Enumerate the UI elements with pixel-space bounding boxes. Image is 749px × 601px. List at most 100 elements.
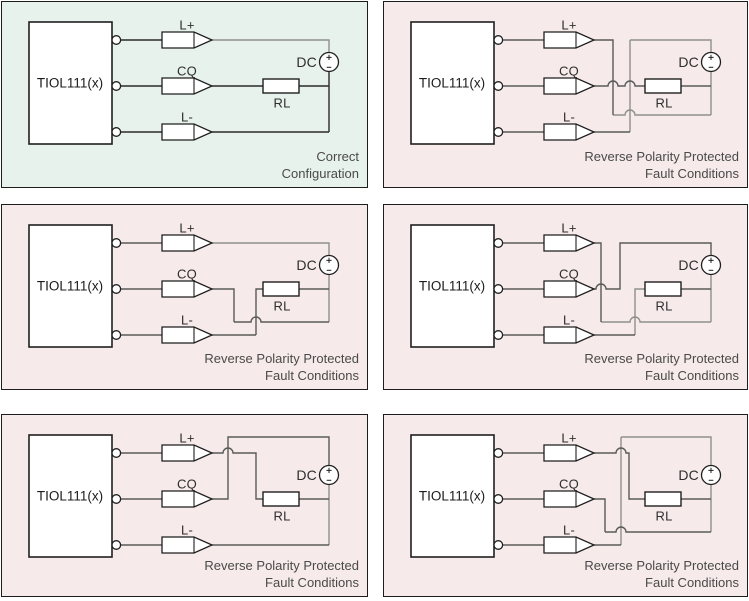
wire-label-lminus: L- [563,109,575,125]
panel-fault-condition-5: TIOL111(x) L+ CQ L- DC RL Reverse Polari… [383,414,748,597]
wire [212,436,330,500]
dc-plus-icon [708,467,714,473]
connector-arrow-icon [543,31,596,49]
wire-gray [621,436,712,466]
pin-terminal-icon [111,81,122,91]
caption-line-2: Fault Conditions [645,575,739,590]
wire-gray [212,39,330,53]
dc-source-label: DC [296,257,317,273]
panel-fault-condition-3: TIOL111(x) L+ CQ L- DC RL Reverse Polari… [383,204,748,390]
pin-terminal-icon [111,330,122,340]
pin-terminal-icon [111,448,122,458]
wire [212,447,263,500]
connector-arrow-icon [161,490,214,508]
wire [594,498,606,532]
panel-fault-condition-1: TIOL111(x) L+ CQ L- DC RL Reverse Polari… [383,1,748,188]
pin-terminal-icon [493,284,504,294]
wire-label-lminus: L- [181,109,193,125]
ic-label: TIOL111(x) [36,488,104,504]
dc-source-icon [318,254,340,276]
circuit-diagram [410,224,722,348]
load-resistor-icon [644,281,682,297]
wire-label-lplus: L+ [179,430,195,446]
load-resistor-icon [262,78,300,94]
pin-terminal-icon [493,81,504,91]
wire-label-lminus: L- [563,312,575,328]
panel-caption: Reverse Polarity Protected Fault Conditi… [204,557,359,591]
connector-arrow-icon [543,444,596,462]
ic-box [28,434,113,558]
dc-source-label: DC [678,257,699,273]
wire-label-lminus: L- [181,312,193,328]
wire-label-lplus: L+ [179,17,195,33]
ic-label: TIOL111(x) [36,75,104,91]
wire-label-cq: CQ [559,63,579,79]
ic-label: TIOL111(x) [418,488,486,504]
circuit-diagram [28,224,340,348]
load-resistor-label: RL [273,298,291,314]
dc-source-icon [318,464,340,486]
caption-line-1: Reverse Polarity Protected [204,351,359,366]
connector-arrow-icon [543,234,596,252]
wire [605,526,711,533]
pin-terminal-icon [111,540,122,550]
wire [594,39,614,115]
dc-source-label: DC [678,467,699,483]
ic-label: TIOL111(x) [418,278,486,294]
panel-fault-condition-4: TIOL111(x) L+ CQ L- DC RL Reverse Polari… [1,414,368,597]
caption-line-2: Fault Conditions [265,575,359,590]
caption-line-2: Fault Conditions [645,166,739,181]
dc-plus-icon [326,467,332,473]
ic-box [410,434,495,558]
caption-line-1: Reverse Polarity Protected [584,351,739,366]
connector-arrow-icon [161,123,214,141]
wire-label-lplus: L+ [179,220,195,236]
circuit-diagram [410,434,722,558]
connector-arrow-icon [543,123,596,141]
connector-arrow-icon [161,326,214,344]
load-resistor-label: RL [655,95,673,111]
dc-plus-icon [708,54,714,60]
wire-label-cq: CQ [559,266,579,282]
wire [594,242,712,290]
dc-source-icon [700,254,722,276]
ic-label: TIOL111(x) [418,75,486,91]
wire-gray [630,39,712,53]
dc-source-label: DC [296,467,317,483]
connector-arrow-icon [543,536,596,554]
dc-source-icon [700,51,722,73]
pin-terminal-icon [493,330,504,340]
load-resistor-icon [262,491,300,507]
panel-correct-configuration: TIOL111(x) L+ CQ L- DC RL Correct Config… [1,1,368,188]
caption-line-2: Configuration [281,166,359,181]
dc-source-label: DC [678,54,699,70]
wire-label-cq: CQ [177,63,197,79]
caption-line-1: Reverse Polarity Protected [584,558,739,573]
wire-gray [212,242,330,256]
wire-label-lplus: L+ [561,220,577,236]
pin-terminal-icon [111,284,122,294]
dc-plus-icon [326,257,332,263]
wire-gray [601,316,711,323]
pin-terminal-icon [493,494,504,504]
load-resistor-label: RL [655,508,673,524]
connector-arrow-icon [161,234,214,252]
panel-caption: Reverse Polarity Protected Fault Conditi… [204,350,359,384]
wire [594,80,645,87]
ic-label: TIOL111(x) [36,278,104,294]
connector-arrow-icon [543,326,596,344]
dc-source-icon [318,51,340,73]
wire-gray [613,109,711,116]
wire [594,447,645,500]
panel-fault-condition-2: TIOL111(x) L+ CQ L- DC RL Reverse Polari… [1,204,368,390]
pin-terminal-icon [111,238,122,248]
dc-source-label: DC [296,54,317,70]
wire-gray [634,288,645,335]
dc-plus-icon [708,257,714,263]
dc-plus-icon [326,54,332,60]
wire [594,242,602,322]
wire-label-cq: CQ [177,476,197,492]
wire [212,288,235,322]
ic-box [28,224,113,348]
